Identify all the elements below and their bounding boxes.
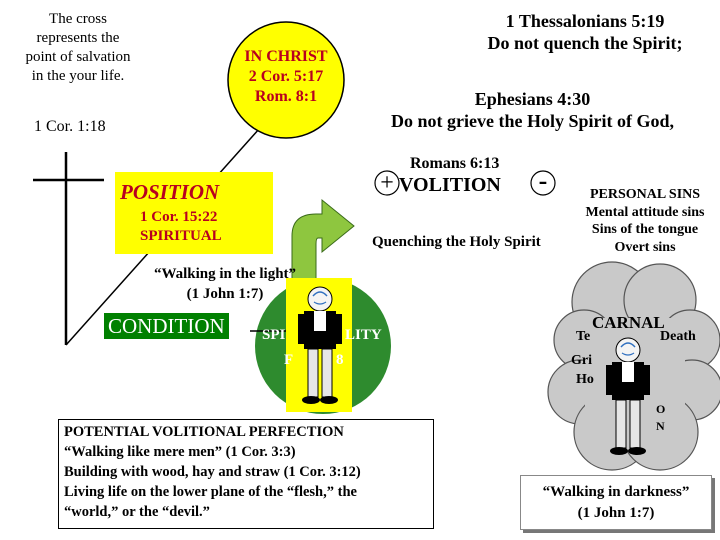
potential-line: Building with wood, hay and straw (1 Cor…	[64, 464, 361, 480]
potential-line: “world,” or the “devil.”	[64, 504, 210, 520]
ephesians-text: Do not grieve the Holy Spirit of God,	[391, 111, 674, 131]
position-box	[115, 172, 273, 254]
cross-note-line: The cross	[49, 11, 107, 27]
carnal-fragment: Death	[660, 329, 696, 344]
in-christ-title: IN CHRIST	[244, 48, 328, 65]
quench-label: Quenching the Holy Spirit	[372, 234, 541, 250]
cross-note-line: in the your life.	[31, 68, 125, 84]
carnal-fragment: N	[656, 419, 665, 433]
plus-circle	[374, 170, 400, 196]
spirituality-fragment: SPI	[262, 327, 286, 343]
cross-reference: 1 Cor. 1:18	[34, 118, 106, 135]
thessalonians-text: Do not quench the Spirit;	[487, 33, 683, 53]
position-details: 1 Cor. 15:22 SPIRITUAL	[140, 208, 222, 246]
walking-darkness: “Walking in darkness” (1 John 1:7)	[520, 475, 712, 530]
minus-sign: -	[538, 166, 548, 195]
cross-note: The cross represents the point of salvat…	[0, 10, 156, 86]
personal-sins: PERSONAL SINS Mental attitude sins Sins …	[570, 186, 720, 256]
spiritual-figure	[298, 286, 342, 404]
spirituality-fragment: LITY	[345, 327, 382, 343]
cross-note-line: point of salvation	[25, 49, 131, 65]
condition-label: CONDITION	[104, 313, 229, 339]
carnal-fragment: Ho	[576, 372, 594, 387]
carnal-fragment: Gri	[571, 353, 592, 368]
spirituality-fragment: 8	[336, 352, 344, 368]
ephesians-verse: Ephesians 4:30 Do not grieve the Holy Sp…	[345, 88, 720, 132]
carnal-fragment: Te	[576, 329, 591, 344]
carnal-title: CARNAL	[592, 313, 665, 332]
thessalonians-ref: 1 Thessalonians 5:19	[505, 11, 665, 31]
in-christ-ref: 2 Cor. 5:17	[248, 68, 324, 85]
carnal-figure	[606, 337, 650, 455]
personal-sin-item: Mental attitude sins	[585, 204, 705, 220]
personal-sins-title: PERSONAL SINS	[589, 187, 701, 202]
walking-light: “Walking in the light” (1 John 1:7)	[130, 264, 320, 304]
potential-box: POTENTIAL VOLITIONAL PERFECTION “Walking…	[58, 419, 434, 529]
personal-sin-item: Sins of the tongue	[591, 222, 699, 237]
potential-line: POTENTIAL VOLITIONAL PERFECTION	[64, 424, 344, 440]
minus-circle	[530, 170, 556, 196]
volition-label: VOLITION	[399, 174, 501, 196]
potential-line: “Walking like mere men” (1 Cor. 3:3)	[64, 444, 296, 460]
position-ref: 1 Cor. 15:22	[140, 209, 218, 225]
in-christ-ref: Rom. 8:1	[254, 88, 318, 105]
walking-light-ref: (1 John 1:7)	[186, 286, 264, 302]
in-christ-label: IN CHRIST 2 Cor. 5:17 Rom. 8:1	[230, 47, 342, 107]
carnal-fragment: O	[656, 402, 666, 416]
potential-line: Living life on the lower plane of the “f…	[64, 484, 357, 500]
position-title: POSITION	[120, 180, 220, 204]
walking-light-text: “Walking in the light”	[153, 266, 297, 282]
position-status: SPIRITUAL	[140, 228, 222, 244]
walking-darkness-ref: (1 John 1:7)	[577, 505, 655, 521]
plus-sign: +	[380, 170, 394, 196]
cross-note-line: represents the	[36, 30, 120, 46]
volition-ref: Romans 6:13	[410, 155, 500, 172]
walking-darkness-text: “Walking in darkness”	[542, 484, 690, 500]
thessalonians-verse: 1 Thessalonians 5:19 Do not quench the S…	[450, 10, 720, 54]
spirituality-fragment: F	[284, 352, 294, 368]
in-christ-circle	[227, 21, 345, 139]
ephesians-ref: Ephesians 4:30	[474, 89, 591, 109]
personal-sin-item: Overt sins	[614, 239, 676, 255]
